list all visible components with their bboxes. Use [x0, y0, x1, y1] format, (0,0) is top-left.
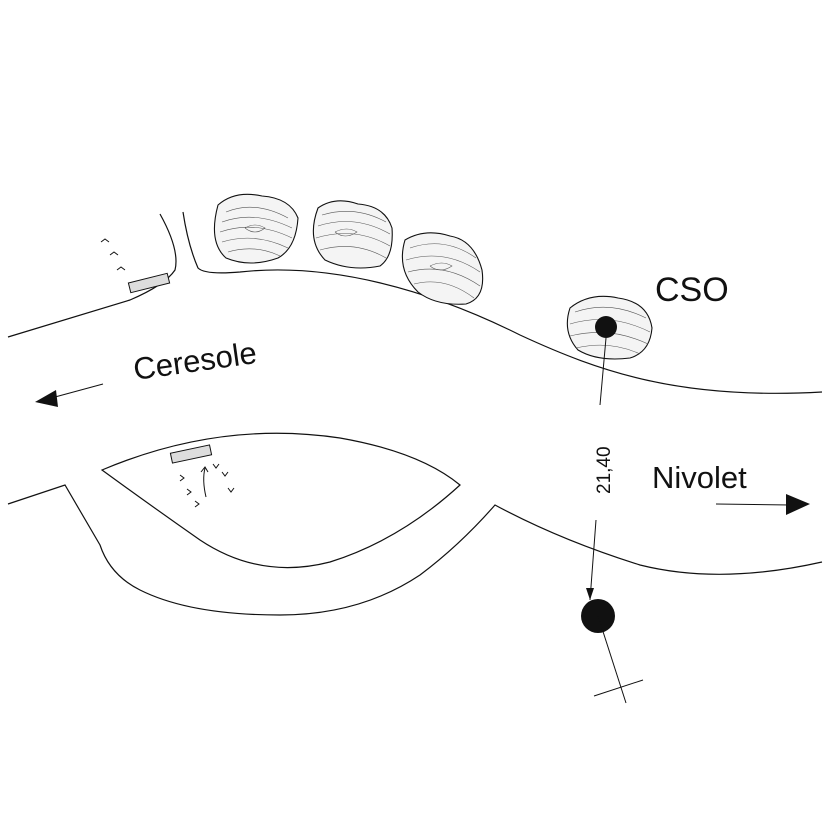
grass-marks-island — [179, 463, 235, 508]
grass-marks-north — [100, 238, 126, 271]
survey-point-icon-cso — [595, 316, 617, 338]
sign-box-island — [169, 444, 213, 464]
direction-arrow-icon-nivolet — [786, 494, 810, 515]
label-nivolet: Nivolet — [652, 460, 747, 495]
boulder-icon-3 — [401, 232, 484, 305]
arrow-nivolet-line — [715, 503, 791, 506]
boulder-icon-1 — [213, 193, 299, 264]
road-edge-north — [7, 213, 177, 338]
station-marker-stem — [597, 615, 627, 704]
label-distance: 21,40 — [594, 446, 615, 494]
direction-arrow-icon-ceresole — [35, 390, 58, 407]
island-edge — [100, 432, 461, 569]
side-road-edge — [182, 211, 823, 394]
label-cso: CSO — [655, 271, 729, 309]
sign-box-north — [127, 272, 171, 294]
boulder-icon-2 — [312, 200, 393, 269]
survey-line-upper — [599, 337, 607, 406]
survey-line-arrowhead — [586, 588, 594, 600]
survey-line-lower — [589, 519, 597, 601]
station-marker-crossbar — [593, 679, 644, 697]
arrow-ceresole-line — [54, 383, 104, 398]
road-edge-south — [7, 484, 823, 616]
label-ceresole: Ceresole — [131, 335, 259, 387]
